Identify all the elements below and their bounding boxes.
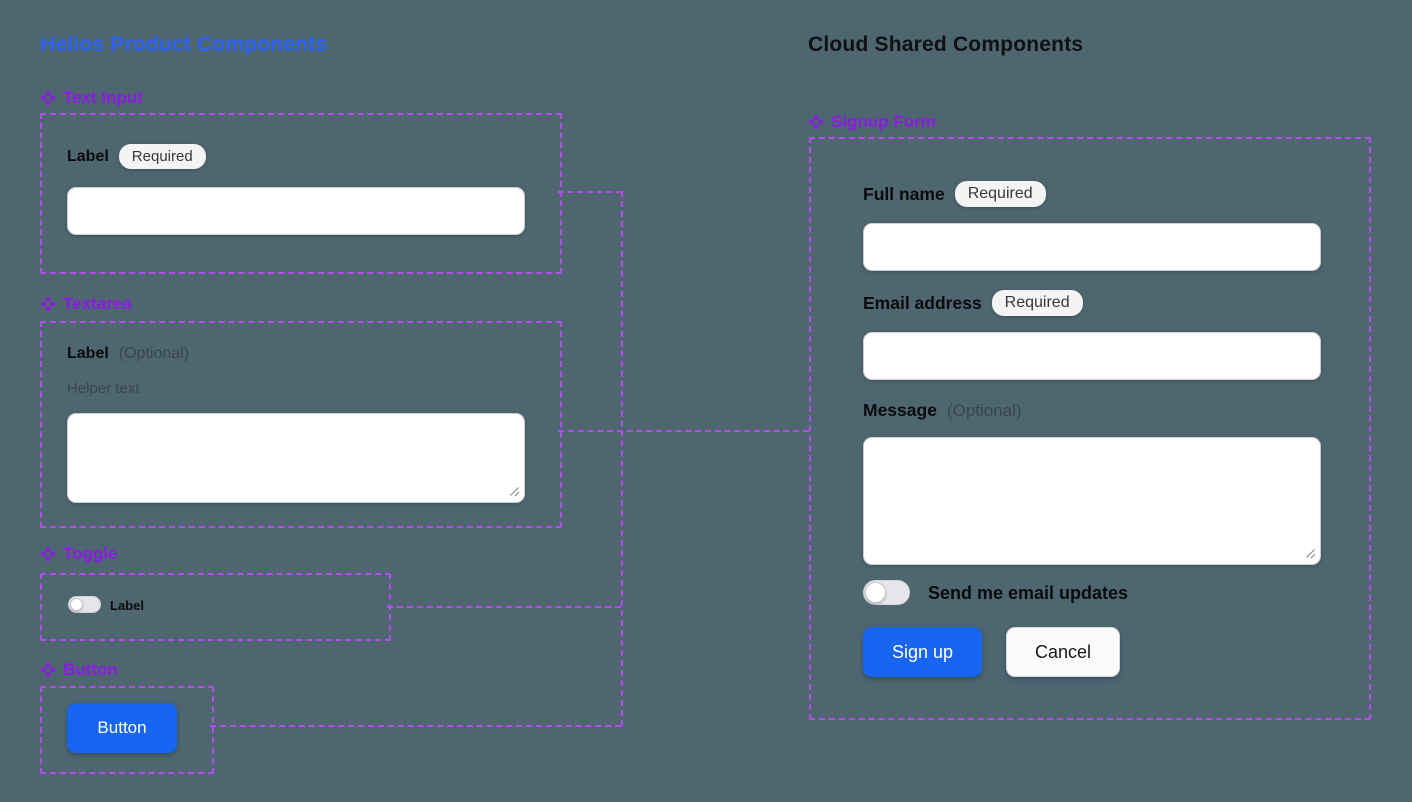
component-icon bbox=[808, 114, 824, 130]
toggle-component-outline bbox=[40, 573, 391, 641]
textarea-wrap bbox=[67, 413, 525, 503]
full-name-label-row: Full name Required bbox=[863, 181, 1046, 207]
toggle-knob bbox=[70, 598, 83, 611]
message-label-row: Message (Optional) bbox=[863, 400, 1022, 421]
helper-text: Helper text bbox=[67, 380, 140, 397]
right-library-title: Cloud Shared Components bbox=[808, 33, 1084, 56]
component-icon bbox=[40, 296, 56, 312]
component-heading-button: Button bbox=[40, 660, 118, 680]
required-badge: Required bbox=[118, 144, 206, 169]
component-heading-signup-form: Signup Form bbox=[808, 112, 936, 132]
full-name-input[interactable] bbox=[863, 223, 1321, 271]
text-input-field[interactable] bbox=[67, 187, 525, 235]
component-heading-label: Button bbox=[63, 660, 118, 679]
toggle-switch[interactable] bbox=[68, 596, 101, 613]
toggle-label: Label bbox=[110, 598, 144, 613]
optional-hint: (Optional) bbox=[118, 345, 190, 362]
email-input[interactable] bbox=[863, 332, 1321, 380]
field-label: Label bbox=[67, 147, 109, 165]
field-label: Label bbox=[67, 345, 109, 362]
left-library-title: Helios Product Components bbox=[40, 33, 328, 56]
button-component-outline bbox=[40, 686, 214, 774]
required-badge: Required bbox=[954, 181, 1046, 207]
message-textarea-wrap bbox=[863, 437, 1321, 565]
component-heading-label: Toggle bbox=[63, 544, 118, 563]
field-label: Message bbox=[863, 400, 937, 420]
connector-trunk bbox=[621, 191, 623, 726]
textarea-component-outline bbox=[40, 321, 562, 528]
textarea-field[interactable] bbox=[67, 413, 525, 503]
email-updates-toggle[interactable] bbox=[863, 580, 910, 605]
sign-up-button[interactable]: Sign up bbox=[863, 627, 982, 677]
email-updates-label: Send me email updates bbox=[928, 583, 1129, 603]
text-input-label-row: Label Required bbox=[67, 144, 206, 169]
component-heading-toggle: Toggle bbox=[40, 544, 117, 564]
component-heading-text-input: Text Input bbox=[40, 88, 143, 108]
component-icon bbox=[40, 90, 56, 106]
text-input-component-outline bbox=[40, 113, 562, 274]
field-label: Email address bbox=[863, 292, 982, 313]
required-badge: Required bbox=[991, 290, 1083, 316]
component-heading-label: Textarea bbox=[63, 294, 132, 313]
component-icon bbox=[40, 546, 56, 562]
connector-toggle bbox=[387, 606, 621, 608]
cancel-button[interactable]: Cancel bbox=[1006, 627, 1120, 677]
sample-button[interactable]: Button bbox=[67, 703, 177, 753]
connector-textarea-to-form bbox=[558, 430, 809, 432]
connector-text-input bbox=[558, 191, 622, 193]
optional-hint: (Optional) bbox=[946, 400, 1022, 420]
field-label: Full name bbox=[863, 183, 945, 204]
textarea-label-row: Label (Optional) bbox=[67, 345, 189, 363]
email-label-row: Email address Required bbox=[863, 290, 1083, 316]
signup-form-outline bbox=[809, 137, 1371, 720]
component-heading-textarea: Textarea bbox=[40, 294, 132, 314]
component-icon bbox=[40, 662, 56, 678]
message-textarea[interactable] bbox=[863, 437, 1321, 565]
connector-button bbox=[210, 725, 621, 727]
toggle-knob bbox=[865, 582, 886, 603]
component-heading-label: Signup Form bbox=[831, 112, 936, 131]
component-heading-label: Text Input bbox=[63, 88, 143, 107]
